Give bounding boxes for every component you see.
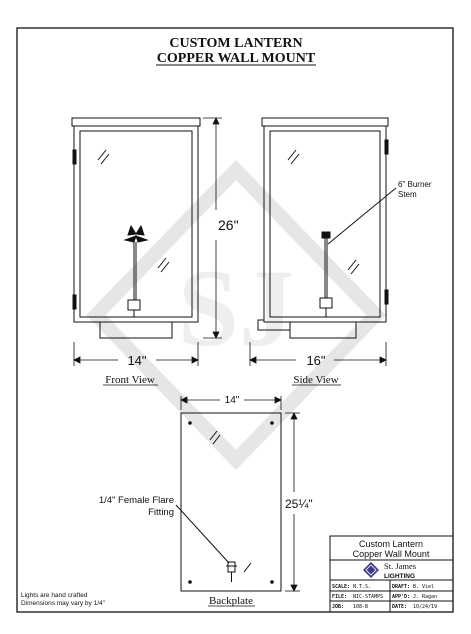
title-block-value: 108-B — [353, 604, 368, 610]
backplate-width-dimension — [180, 396, 282, 410]
company-lighting: LIGHTING — [384, 573, 415, 580]
backplate-width-label: 14" — [225, 395, 240, 406]
side-hinge-bottom — [384, 289, 389, 305]
front-top-cap — [71, 117, 201, 127]
side-glass-reflection-bottom — [347, 259, 360, 275]
front-width-label: 14" — [127, 353, 146, 368]
drawing-title-line2: COPPER WALL MOUNT — [157, 51, 316, 66]
front-view-drawing — [71, 117, 201, 339]
side-callout-text-line1: 6" Burner — [398, 180, 432, 189]
title-block-value: B. Viel — [413, 584, 434, 590]
side-base — [289, 321, 357, 339]
front-glass-panel — [79, 130, 193, 318]
title-block-value: 10/24/19 — [413, 604, 437, 610]
drawing-title-line1: CUSTOM LANTERN — [169, 36, 302, 51]
side-callout-text-line2: Stem — [398, 190, 417, 199]
title-block-value: J. Ragan — [413, 594, 437, 600]
sheet-border — [16, 27, 454, 613]
title-block — [329, 535, 454, 613]
side-width-label: 16" — [306, 353, 325, 368]
title-block-name-line1: Custom Lantern — [359, 539, 423, 549]
title-block-key: SCALE: — [332, 584, 350, 590]
front-glass-reflection-top — [97, 149, 110, 165]
title-block-value: NIC-STAMPS — [353, 594, 383, 600]
front-burner-assembly — [123, 224, 149, 317]
side-hinge-top — [384, 139, 389, 155]
title-block-value: N.T.S. — [353, 584, 371, 590]
backplate-callout-text-line2: Fitting — [148, 507, 174, 518]
watermark-text: SJ — [178, 247, 294, 369]
backplate-outline — [180, 412, 282, 592]
front-base — [99, 321, 173, 339]
backplate-callout-text-line1: 1/4" Female Flare — [99, 495, 174, 506]
backplate-height-label: 25¼" — [285, 497, 313, 511]
side-width-dimension — [249, 342, 387, 366]
front-height-label: 26" — [218, 217, 239, 233]
side-view-label: Side View — [293, 374, 338, 386]
front-height-dimension — [203, 117, 222, 339]
side-wall-bracket — [257, 319, 290, 331]
title-block-key: DRAFT: — [392, 584, 410, 590]
backplate-drawing — [175, 412, 282, 592]
side-glass-panel — [269, 130, 381, 318]
title-block-frame — [329, 535, 454, 613]
flare-fitting — [226, 561, 237, 582]
note-dimensions-vary: Dimensions may vary by 1/4" — [21, 600, 106, 607]
backplate-label: Backplate — [209, 595, 253, 607]
watermark-logo: SJ — [86, 159, 386, 471]
front-hinge-top — [72, 149, 77, 165]
front-hinge-bottom — [72, 294, 77, 310]
title-block-row: JOB: 108-B DATE: 10/24/19 — [332, 604, 437, 610]
front-width-dimension — [73, 342, 199, 366]
st-james-logo-icon — [363, 562, 379, 578]
title-block-key: DATE: — [392, 604, 407, 610]
backplate-callout-leader — [175, 504, 230, 564]
title-block-key: FILE: — [332, 594, 347, 600]
title-block-name-line2: Copper Wall Mount — [353, 549, 430, 559]
backplate-reflection — [209, 430, 252, 573]
title-block-row: FILE: NIC-STAMPS APP'D: J. Ragan — [332, 594, 437, 600]
side-burner-assembly — [319, 231, 333, 317]
front-view-label: Front View — [105, 374, 155, 386]
front-glass-reflection-bottom — [157, 257, 170, 273]
title-block-key: JOB: — [332, 604, 344, 610]
side-top-cap — [261, 117, 389, 127]
title-block-key: APP'D: — [392, 594, 410, 600]
side-glass-reflection-top — [287, 149, 300, 165]
side-callout-leader — [327, 187, 397, 245]
note-hand-crafted: Lights are hand crafted — [21, 592, 88, 599]
backplate-height-dimension — [285, 412, 300, 592]
company-name: St. James — [384, 561, 416, 571]
title-block-row: SCALE: N.T.S. DRAFT: B. Viel — [332, 584, 434, 590]
side-view-drawing — [257, 117, 397, 339]
